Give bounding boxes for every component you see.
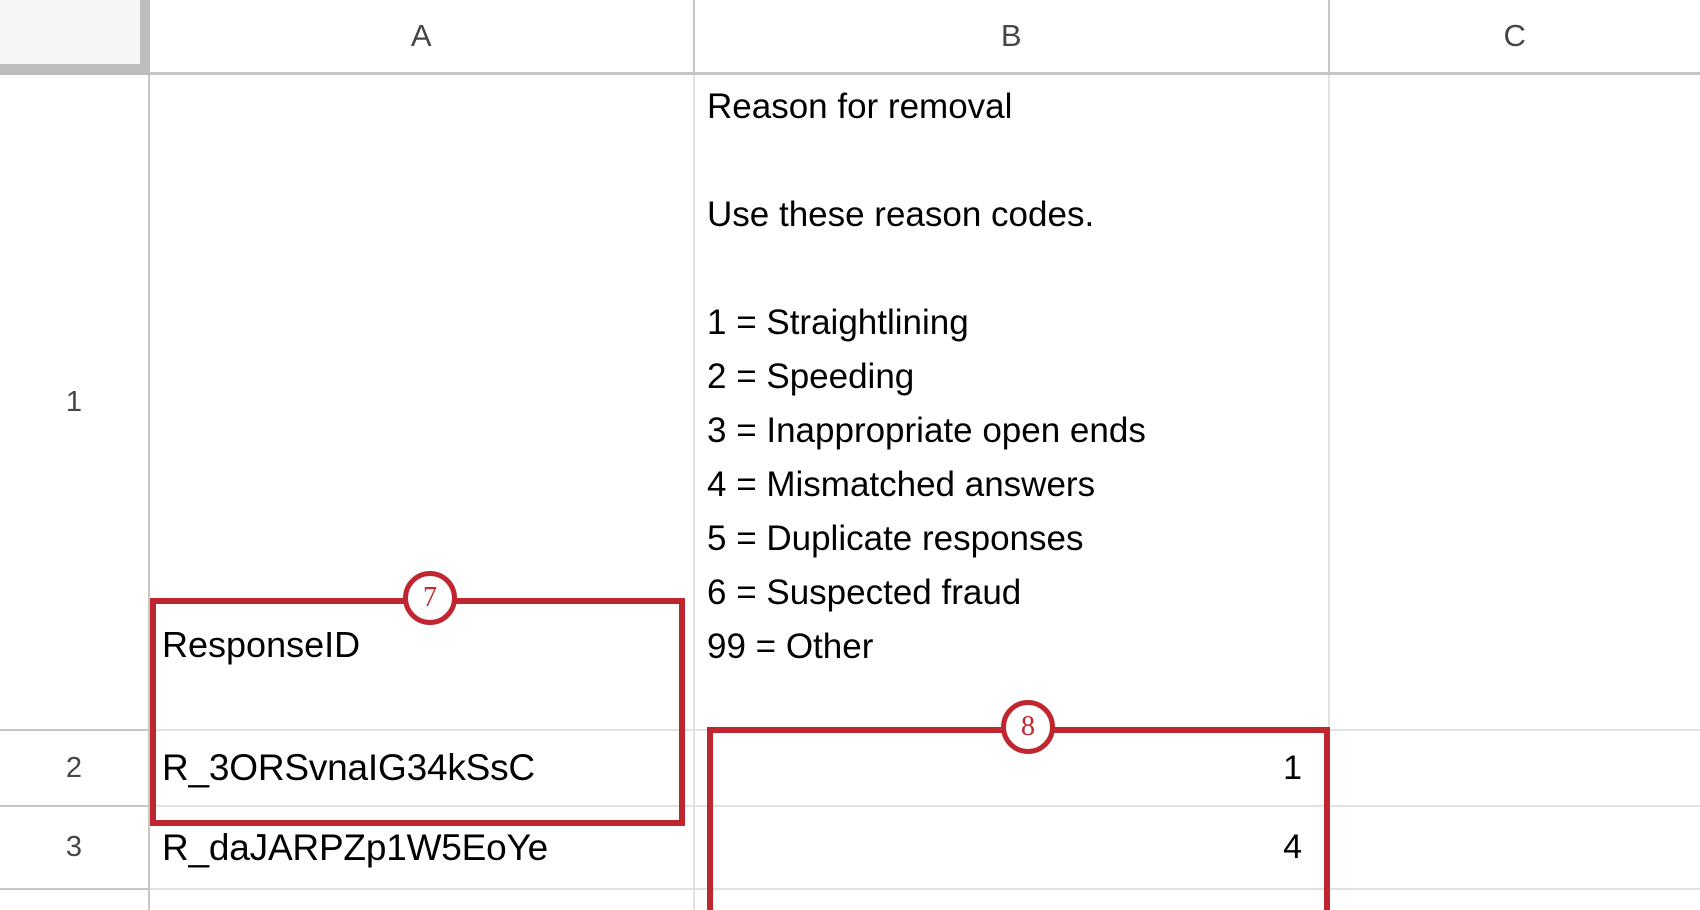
row-header-4[interactable]: [0, 890, 150, 910]
cell-B4[interactable]: [695, 890, 1330, 910]
row-header-2[interactable]: 2: [0, 731, 150, 807]
annotation-badge-8: 8: [1001, 700, 1055, 754]
cell-C4[interactable]: [1330, 890, 1700, 910]
cell-C2[interactable]: [1330, 731, 1700, 807]
cell-B1[interactable]: [695, 75, 1330, 731]
column-header-c[interactable]: C: [1330, 0, 1700, 75]
reason-code-value: 1: [1283, 748, 1302, 787]
column-header-a[interactable]: A: [150, 0, 695, 75]
cell-B3[interactable]: 4: [695, 807, 1330, 890]
annotation-badge-7: 7: [403, 571, 457, 625]
row-header-1[interactable]: 1: [0, 75, 150, 731]
corner-inner-fill: [0, 0, 140, 64]
reason-code-value: 4: [1283, 828, 1302, 866]
cell-A3[interactable]: R_daJARPZp1W5EoYe: [150, 807, 695, 890]
column-header-b[interactable]: B: [695, 0, 1330, 75]
select-all-corner[interactable]: [0, 0, 150, 75]
cell-C3[interactable]: [1330, 807, 1700, 890]
response-id-value: R_3ORSvnaIG34kSsC: [162, 747, 535, 788]
cell-A2[interactable]: R_3ORSvnaIG34kSsC: [150, 731, 695, 807]
cell-A1-text: ResponseID: [162, 624, 361, 665]
column-header-row: A B C: [0, 0, 1700, 75]
cell-A4[interactable]: [150, 890, 695, 910]
row-header-3[interactable]: 3: [0, 807, 150, 890]
cell-C1[interactable]: [1330, 75, 1700, 731]
response-id-value: R_daJARPZp1W5EoYe: [162, 826, 549, 868]
